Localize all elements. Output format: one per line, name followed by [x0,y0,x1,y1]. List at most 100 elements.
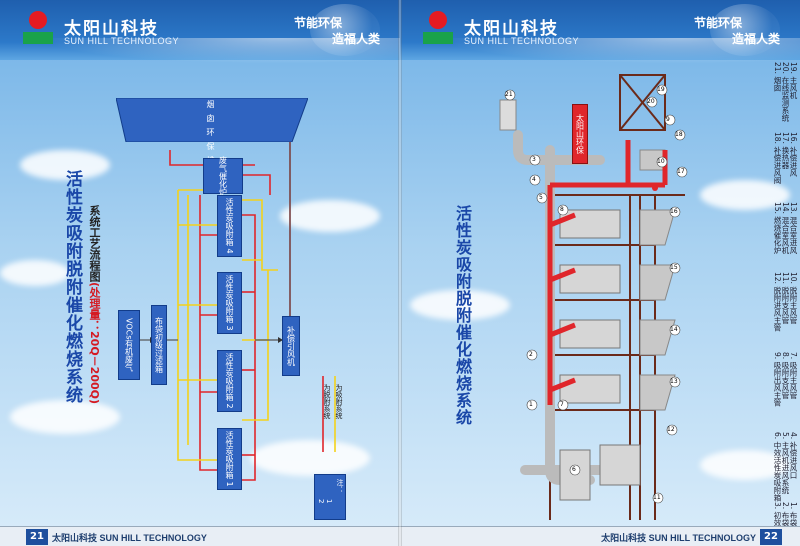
parts-legend: 1. 布袋初级过滤器 2. 布袋初级过滤箱 3. 初效过滤网 4. 补偿进风口 … [696,62,798,546]
page-title: 活性炭吸附脱附催化燃烧系统 [453,205,472,426]
cloud [250,440,370,476]
legend-item: 7. 吸附主风管 [789,352,798,400]
cloud [20,150,110,180]
catalytic-label: 废气催化炉 [218,156,228,196]
callout-number: 14 [670,326,678,333]
note-2: 2 [317,499,325,504]
callout-number: 2 [529,351,533,358]
slogan: 节能环保 [693,16,742,30]
callout-number: 13 [670,378,678,385]
legend-item: 17. 换热器 [781,132,790,169]
page-header: 太阳山科技 SUN HILL TECHNOLOGY 节能环保 造福人类 [400,0,800,68]
callout-number: 9 [666,116,670,123]
adsorber-box-2: 活性炭吸附箱 2 [217,350,242,412]
page-footer: 太阳山科技 SUN HILL TECHNOLOGY 22 [400,526,800,546]
right-page: 太阳山科技 SUN HILL TECHNOLOGY 节能环保 造福人类 活性炭吸… [400,0,800,546]
legend-item: 9. 吸附出风主管 [773,352,782,407]
cloud [700,450,790,480]
callout-number: 12 [667,426,675,433]
page-title: 活性炭吸附脱附催化燃烧系统 [62,170,82,404]
subtitle-text: 系统工艺流程图 [88,205,101,282]
note-1: 1 [325,499,333,504]
callout-number: 20 [647,98,655,105]
globe-graphic [310,4,380,56]
cloud [700,180,790,210]
cloud [410,290,510,320]
slogan: 造福人类 [331,32,380,46]
globe-graphic [710,4,780,56]
legend-lines [322,376,336,452]
fan-label: 补偿引风机 [286,326,296,366]
callout-number: 15 [670,264,678,271]
adsorber-label: 活性炭吸附箱 3 [225,275,234,331]
adsorber-label: 活性炭吸附箱 4 [225,198,234,254]
slogan: 造福人类 [731,32,780,46]
legend-item: 5. 主风机进风系统 [781,432,790,495]
callout-number: 16 [670,208,678,215]
adsorber-box-4: 活性炭吸附箱 4 [217,195,242,257]
company-logo [23,11,53,44]
legend-item: 11. 脱附支风管 [781,272,790,324]
legend-item: 6. 中效活性炭吸附箱 [773,432,782,502]
legend-item: 1. 布袋初级过滤器 [789,502,798,546]
brand-name-en: SUN HILL TECHNOLOGY [64,36,180,46]
catalytic-furnace-box: 废气催化炉 [203,156,243,196]
adsorber-label: 活性炭吸附箱 1 [225,431,234,487]
legend-adsorb: 为吸附系统 [335,384,343,419]
brand-name-en: SUN HILL TECHNOLOGY [464,36,580,46]
fan-box: 补偿引风机 [282,316,300,376]
adsorber-label: 活性炭吸附箱 2 [225,353,234,409]
capacity-text: (处理量：20Q－200Q) [88,282,101,405]
note-title: 注： [336,479,344,493]
brand-name-cn: 太阳山科技 [64,19,159,39]
callout-number: 21 [505,91,513,98]
stack-sign: 太阳山环保 [572,104,588,164]
chimney-label: 烟囱环保排放 [206,100,215,184]
legend-item: 18. 补偿进风阀 [773,132,782,184]
cloud [0,260,70,286]
page-footer: 21 太阳山科技 SUN HILL TECHNOLOGY [0,526,400,546]
slogan: 节能环保 [293,16,342,30]
callout-number: 4 [532,176,536,183]
callout-number: 5 [539,194,543,201]
chimney-box [116,98,308,142]
page-number: 21 [26,529,48,545]
callout-number: 18 [675,131,683,138]
callout-number: 8 [560,206,564,213]
callout-number: 3 [532,156,536,163]
legend-item: 2. 布袋初级过滤箱 [781,502,790,546]
bag-filter-label: 布袋初级过滤箱 [154,317,164,373]
callout-number: 6 [572,466,576,473]
brand-name-cn: 太阳山科技 [464,19,559,39]
legend-desorb: 为脱附系统 [323,384,331,419]
voc-label: VOCs有机废气 [124,318,134,372]
callout-number: 7 [560,401,564,408]
adsorber-box-3: 活性炭吸附箱 3 [217,272,242,334]
legend-item: 21. 烟囱 [773,62,782,92]
callout-number: 19 [657,86,665,93]
callout-number: 17 [677,168,685,175]
legend-item: 15. 燃烧催化炉 [773,202,782,254]
page-number: 22 [760,529,782,545]
legend-item: 19. 主风机 [789,62,798,99]
flow-subtitle: 系统工艺流程图(处理量：20Q－200Q) [86,205,102,404]
callout-number: 10 [657,158,665,165]
cloud [280,200,380,232]
legend-item: 8. 吸附支风管 [781,352,790,400]
cloud [10,400,120,434]
legend-item: 10. 脱附主风管 [789,272,798,324]
flow-lines [140,142,291,481]
legend-item: 12. 脱附进风主管 [773,272,782,332]
legend-item: 20. 在线监测系统 [781,62,790,122]
callout-number: 11 [653,494,661,501]
legend-item: 14. 混合室风机 [781,202,790,254]
company-logo [423,11,453,44]
footer-text: 太阳山科技 SUN HILL TECHNOLOGY [52,533,207,543]
legend-item: 3. 初效过滤网 [773,502,782,546]
left-page: 太阳山科技 SUN HILL TECHNOLOGY 节能环保 造福人类 活性炭吸… [0,0,400,546]
voc-inlet-box: VOCs有机废气 [118,310,140,380]
legend-item: 16. 补偿进风 [789,132,798,177]
adsorber-box-1: 活性炭吸附箱 1 [217,428,242,490]
stack-sign-text: 太阳山环保 [575,114,585,154]
legend-note: 注： 1 2 [314,474,346,520]
